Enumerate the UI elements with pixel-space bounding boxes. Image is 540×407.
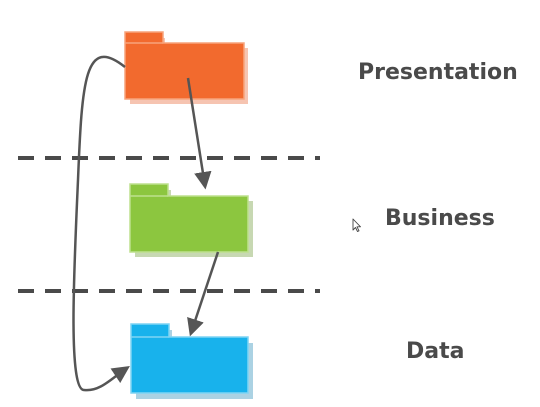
- business-folder-icon: [129, 183, 253, 257]
- presentation-folder-icon: [124, 31, 248, 104]
- presentation-layer-label: Presentation: [358, 60, 518, 85]
- data-folder-icon: [130, 323, 253, 399]
- arrow-business-to-data: [187, 251, 220, 337]
- data-layer-label: Data: [406, 339, 465, 364]
- business-layer-label: Business: [385, 206, 495, 231]
- mouse-pointer-icon: [352, 218, 361, 232]
- arrow-presentation-to-data-bypass: [72, 55, 130, 392]
- arrow-presentation-to-business: [186, 77, 212, 190]
